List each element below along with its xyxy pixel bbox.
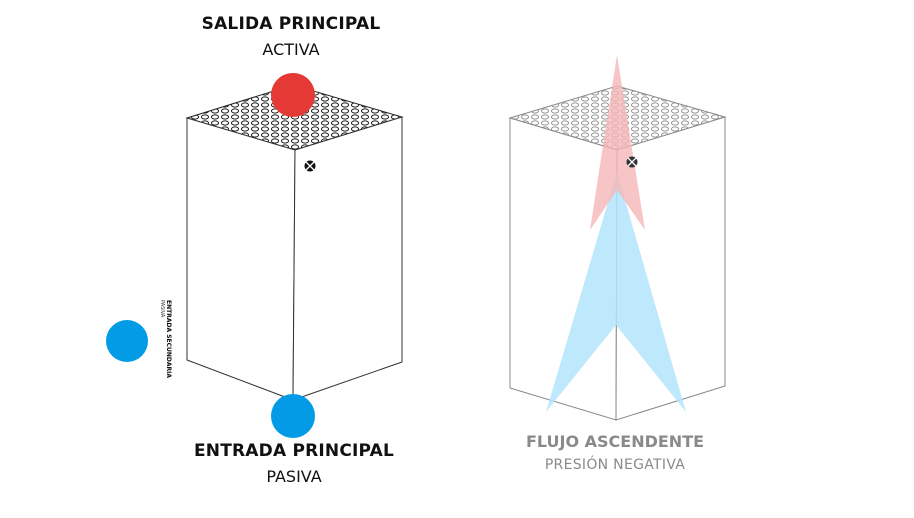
inlet-secondary-title: ENTRADA SECUNDARIA (165, 300, 172, 379)
console-left-left-face (186, 117, 296, 401)
flow-subtitle: PRESIÓN NEGATIVA (544, 457, 686, 473)
console-left-right-face (292, 116, 403, 401)
inlet-secondary-marker (106, 320, 148, 362)
hot-exhaust-plume (590, 55, 645, 230)
outlet-main-title: SALIDA PRINCIPAL (201, 14, 381, 34)
outlet-main-subtitle: ACTIVA (262, 40, 320, 59)
upward-flow-cone (546, 172, 686, 412)
inlet-main-marker (271, 394, 315, 438)
xbox-logo-icon (304, 160, 316, 172)
flow-title: FLUJO ASCENDENTE (525, 432, 705, 451)
xbox-logo-icon (626, 156, 638, 168)
inlet-secondary-subtitle: PASIVA (159, 300, 165, 318)
outlet-main-marker (271, 73, 315, 117)
console-right (508, 55, 727, 421)
inlet-secondary-label: ENTRADA SECUNDARIA PASIVA (158, 300, 172, 390)
inlet-main-title: ENTRADA PRINCIPAL (193, 441, 395, 461)
console-left (185, 84, 404, 401)
inlet-main-subtitle: PASIVA (266, 467, 322, 486)
